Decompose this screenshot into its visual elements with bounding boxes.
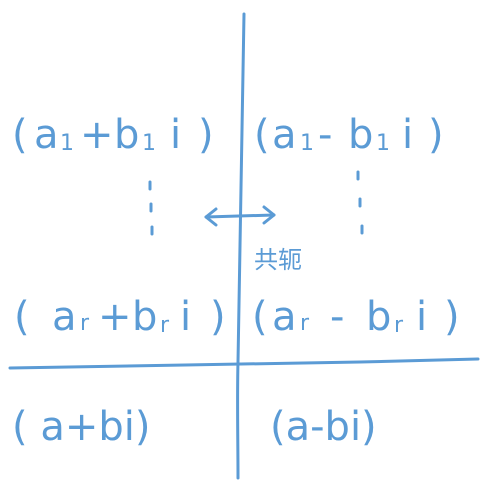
top-right-expression: ( a 1 - b 1 i ) (254, 112, 444, 158)
real-part-symbol: a (52, 294, 77, 340)
bottom-right-expression: (a-bi) (270, 404, 377, 450)
imag-part-subscript: 1 (142, 131, 156, 156)
real-part-subscript: r (300, 311, 310, 336)
operator: - (330, 294, 344, 340)
mid-left-expression: ( a r + b r i ) (14, 294, 226, 340)
open-paren: ( (14, 294, 30, 340)
imag-part-symbol: b (366, 294, 391, 340)
imaginary-unit: i (170, 112, 181, 158)
imaginary-unit: i (416, 294, 427, 340)
imag-part-symbol: b (132, 294, 157, 340)
operator: + (98, 294, 132, 340)
imag-part-subscript: r (394, 313, 404, 338)
operator: - (318, 112, 332, 158)
mid-right-expression: ( a r - b r i ) (252, 294, 460, 340)
real-part-symbol: a (272, 294, 297, 340)
open-paren: ( (252, 294, 268, 340)
close-paren: ) (428, 112, 444, 158)
imaginary-unit: i (402, 112, 413, 158)
imag-part-subscript: r (160, 313, 170, 338)
conjugate-double-arrow (204, 205, 276, 227)
imaginary-unit: i (180, 294, 191, 340)
horizontal-divider-line (8, 357, 480, 370)
vertical-divider-line (236, 12, 246, 480)
close-paren: ) (444, 294, 460, 340)
imag-part-symbol: b (348, 112, 373, 158)
real-part-subscript: 1 (60, 131, 74, 156)
open-paren: ( (254, 112, 270, 158)
real-part-symbol: a (34, 112, 59, 158)
conjugate-label: 共轭 (254, 246, 302, 274)
open-paren: ( (12, 112, 28, 158)
imag-part-subscript: 1 (376, 131, 390, 156)
bottom-left-expression: ( a+bi) (12, 404, 150, 450)
real-part-subscript: r (80, 311, 90, 336)
operator: + (80, 112, 114, 158)
close-paren: ) (210, 294, 226, 340)
top-left-expression: ( a 1 + b 1 i ) (12, 112, 214, 158)
left-ellipsis-dots (148, 180, 154, 236)
imag-part-symbol: b (114, 112, 139, 158)
close-paren: ) (198, 112, 214, 158)
real-part-subscript: 1 (300, 131, 314, 156)
right-ellipsis-dots (356, 170, 364, 235)
real-part-symbol: a (272, 112, 297, 158)
